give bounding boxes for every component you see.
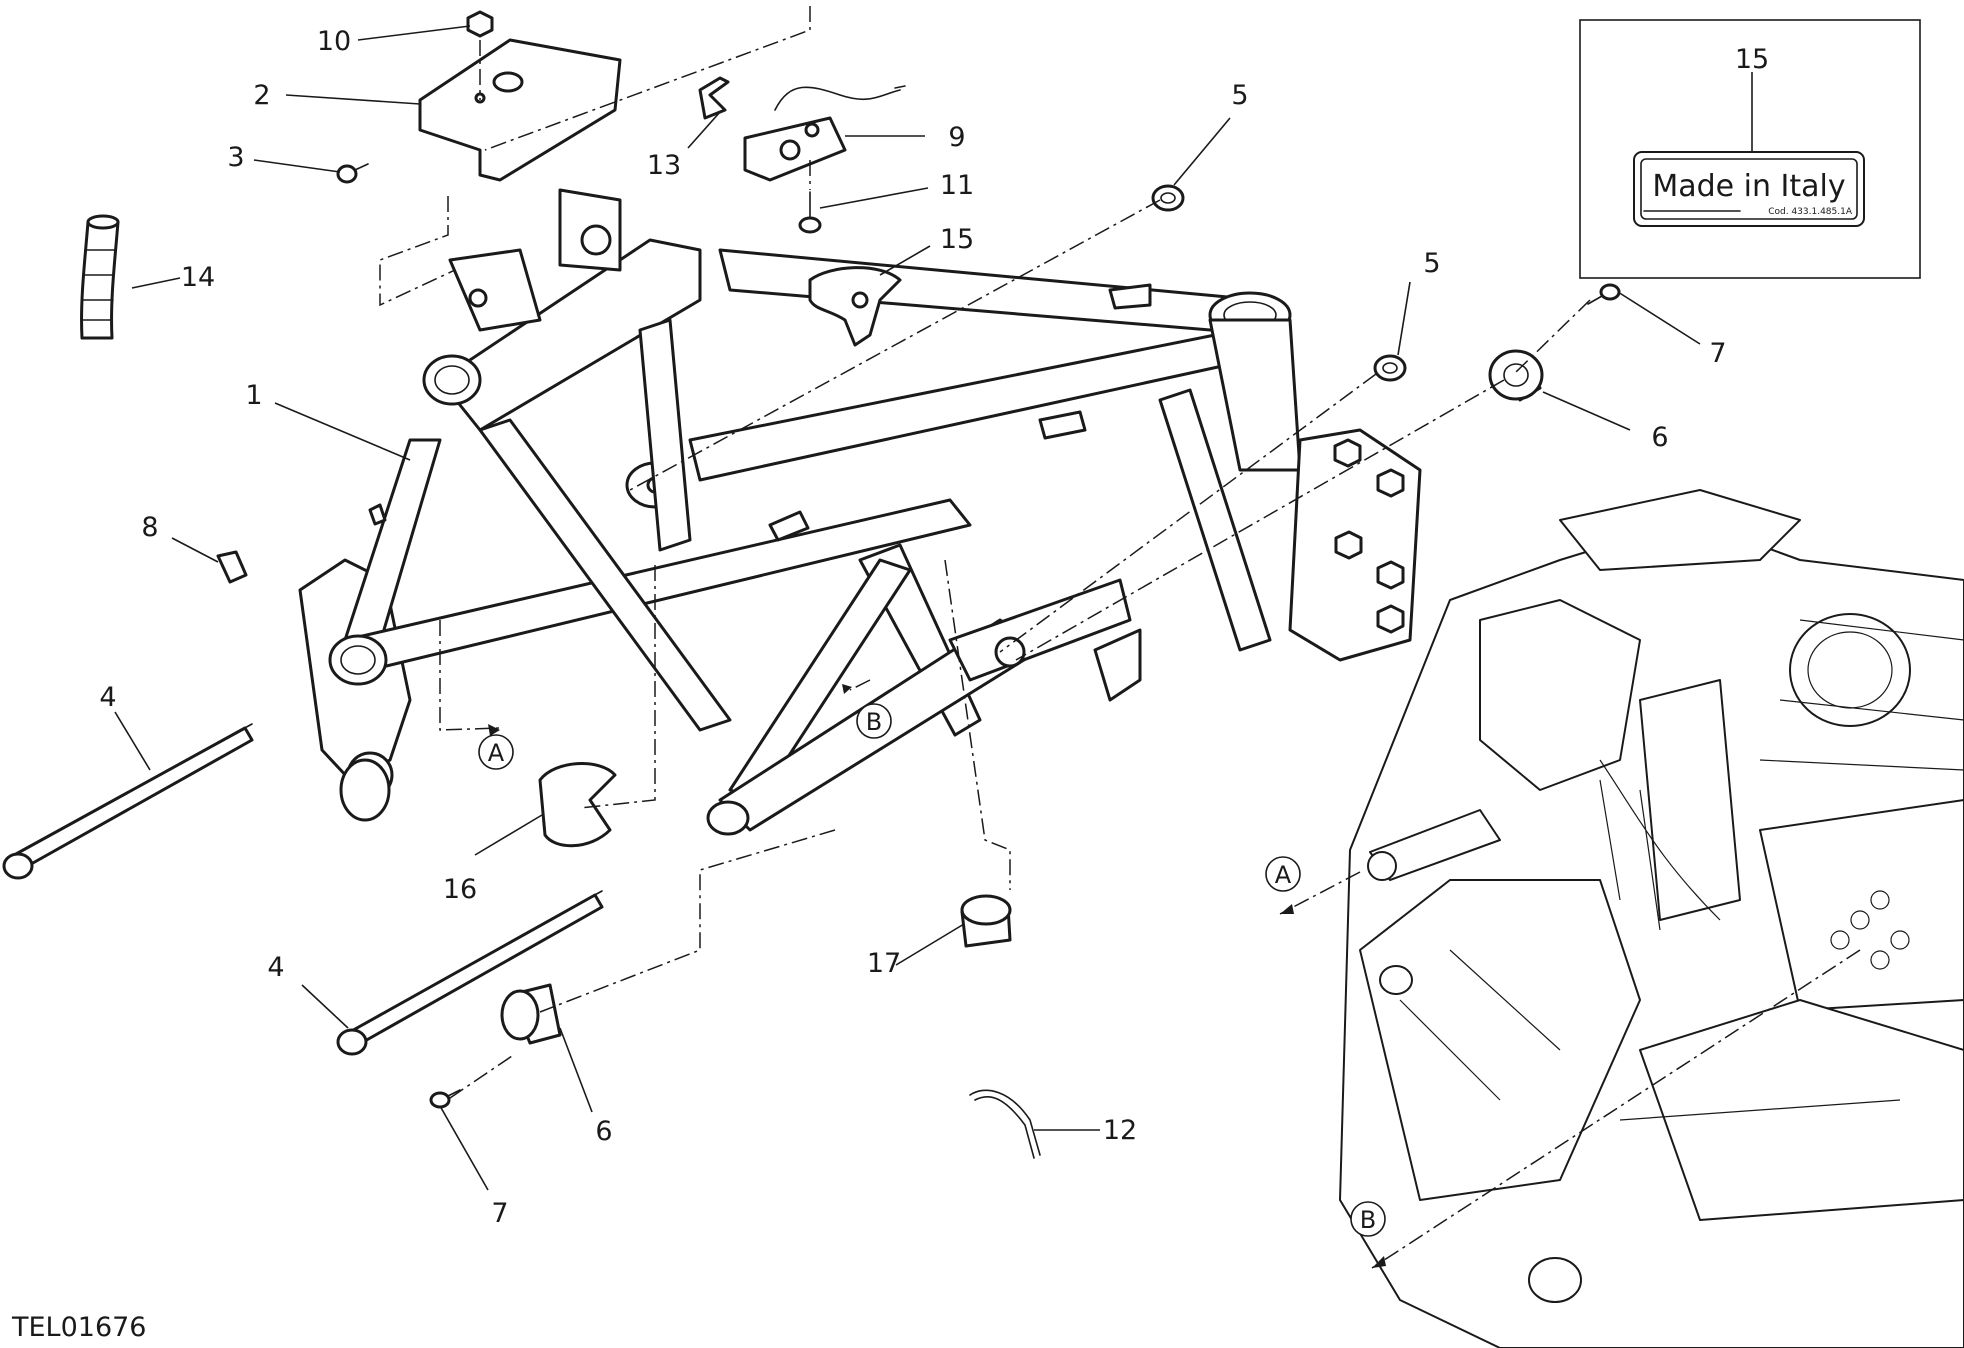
engine-detail-circles: [1830, 890, 1910, 970]
svg-text:A: A: [1275, 861, 1292, 889]
bolt-set: [1333, 438, 1405, 634]
callout-16: 16: [443, 874, 477, 905]
inset-frame: [1579, 19, 1921, 279]
callout-6-upper: 6: [1651, 422, 1668, 453]
part-15-cover: [808, 266, 902, 347]
diagram-code: TEL01676: [11, 1312, 147, 1343]
callout-15: 15: [940, 224, 974, 255]
callout-15-inset: 15: [1735, 44, 1769, 75]
svg-text:B: B: [866, 708, 882, 736]
ref-a-right: A: [1265, 856, 1301, 892]
part-3-screw: [336, 163, 369, 184]
callout-12: 12: [1103, 1115, 1137, 1146]
callout-3: 3: [227, 142, 244, 173]
ref-b-right: B: [1350, 1201, 1386, 1237]
callout-17: 17: [867, 948, 901, 979]
callout-5-upper: 5: [1231, 80, 1248, 111]
svg-text:B: B: [1360, 1206, 1376, 1234]
part-16-collar: [538, 762, 617, 848]
assembly-axes: [379, 6, 1861, 1269]
leader-lines: [114, 25, 1701, 1191]
made-in-italy-plate: [1633, 151, 1865, 227]
callout-13: 13: [647, 150, 681, 181]
callout-4-upper: 4: [99, 682, 116, 713]
callout-10: 10: [317, 26, 351, 57]
part-11-screw: [798, 191, 822, 234]
callout-6-lower: 6: [595, 1116, 612, 1147]
label-inset: 15 Made in Italy Cod. 433.1.485.1A: [1579, 19, 1921, 279]
callout-2: 2: [253, 80, 270, 111]
callout-14: 14: [181, 262, 215, 293]
callout-7-lower: 7: [491, 1198, 508, 1229]
part-2-bracket: [418, 38, 622, 182]
frame-assembly: [298, 188, 1422, 836]
part-8-clip: [216, 550, 248, 584]
part-12-cable-tie: [969, 1089, 1041, 1159]
part-6-spacer-lower: [500, 983, 562, 1045]
callout-9: 9: [948, 122, 965, 153]
plate-code: Cod. 433.1.485.1A: [1768, 207, 1853, 217]
part-7-screw-lower: [429, 1089, 461, 1109]
callout-11: 11: [940, 170, 974, 201]
part-17-bush: [960, 894, 1012, 948]
part-10-nut: [466, 10, 494, 38]
callout-numbers: 10 2 3 14 1 13 9 11 15 5 5 7 6 8 4 16 4 …: [99, 26, 1726, 1229]
part-4-pin-lower: [336, 890, 604, 1056]
part-5-bush-lower: [1373, 354, 1407, 382]
ref-a-left: A: [478, 734, 514, 770]
callout-5-lower: 5: [1423, 248, 1440, 279]
callout-8: 8: [141, 512, 158, 543]
part-9-switch: [743, 85, 906, 182]
part-6-spacer-upper: [1488, 349, 1544, 402]
direction-arrows: [488, 684, 1386, 1268]
callout-4-lower: 4: [267, 952, 284, 983]
part-7-screw-upper: [1587, 283, 1621, 305]
ref-b-left: B: [856, 703, 892, 739]
part-14-sleeve: [80, 214, 120, 340]
part-5-bush-upper: [1151, 184, 1185, 212]
part-13-clip: [698, 76, 730, 120]
callout-1: 1: [245, 380, 262, 411]
engine-assembly: [1339, 489, 1964, 1348]
part-4-pin-upper: [2, 723, 254, 880]
svg-text:A: A: [488, 739, 505, 767]
plate-title: Made in Italy: [1652, 169, 1845, 204]
callout-7-upper: 7: [1709, 338, 1726, 369]
